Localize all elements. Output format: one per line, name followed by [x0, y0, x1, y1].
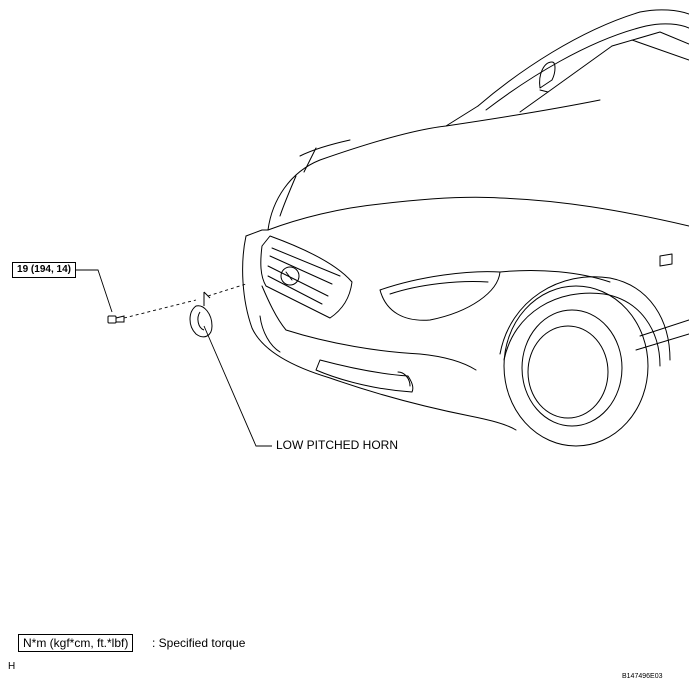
windshield-outline [445, 9, 689, 127]
grille-outline [260, 235, 353, 319]
figure-id: B147496E03 [622, 673, 663, 680]
torque-callout-text: 19 (194, 14) [17, 264, 71, 275]
hood-outline [267, 99, 601, 231]
headlight-outline [379, 271, 501, 321]
bolt-icon [107, 315, 125, 324]
fender-outline [499, 197, 689, 351]
part-label-horn: LOW PITCHED HORN [276, 438, 399, 452]
legend-unit-box: N*m (kgf*cm, ft.*lbf) [18, 634, 134, 652]
front-wheel-outline [499, 276, 671, 447]
front-bumper-outline [242, 229, 517, 431]
torque-callout-box: 19 (194, 14) [12, 262, 76, 278]
leader-lines [76, 269, 272, 447]
horn-icon [189, 291, 213, 338]
side-mirror-outline [539, 61, 556, 93]
corner-code: H [8, 661, 16, 672]
legend-unit-text: N*m (kgf*cm, ft.*lbf) [23, 636, 129, 650]
legend-description: : Specified torque [152, 636, 246, 650]
